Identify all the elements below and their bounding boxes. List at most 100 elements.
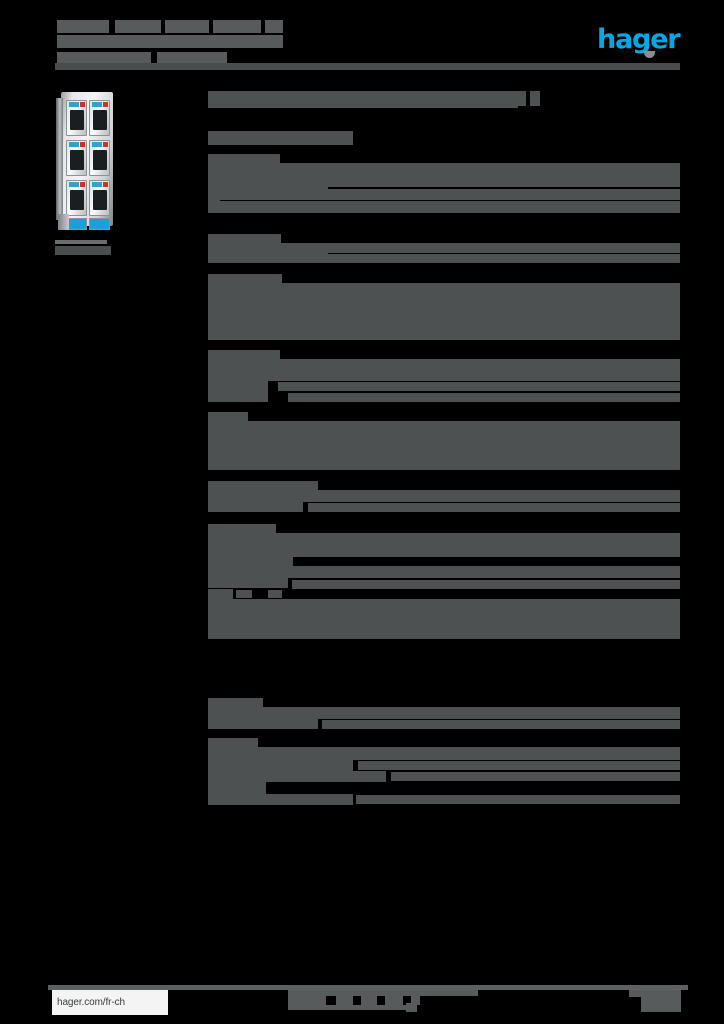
handle-blue-icon	[92, 182, 102, 187]
specification-table	[208, 88, 680, 818]
field-label-9	[208, 698, 263, 707]
fuse-module	[66, 100, 87, 136]
field-row-9c	[322, 720, 680, 729]
footer-url-badge[interactable]: hager.com/fr-ch	[52, 990, 168, 1015]
header-divider	[55, 63, 680, 70]
title-line-2	[57, 35, 283, 48]
field-row-10f	[208, 782, 266, 794]
title-line-1	[115, 20, 161, 33]
terminal-block	[58, 214, 69, 230]
title-line-3	[57, 52, 151, 65]
mounting-rail	[56, 98, 63, 220]
field-row-10g	[208, 794, 353, 805]
footer-center-block	[336, 996, 353, 1005]
title-line-1	[165, 20, 209, 33]
section-heading-main-2	[530, 91, 540, 106]
title-line-1	[213, 20, 261, 33]
fuse-window	[93, 150, 107, 170]
field-row-4f	[208, 391, 268, 402]
field-row-3a	[208, 283, 680, 297]
handle-blue-icon	[69, 182, 79, 187]
footer-center-block	[288, 996, 326, 1005]
field-row-7b	[208, 545, 680, 557]
handle-red-icon	[103, 102, 108, 107]
field-row-8e	[236, 590, 252, 598]
handle-blue-icon	[69, 102, 79, 107]
field-row-8f	[268, 590, 282, 598]
field-row-8c	[292, 580, 680, 589]
page-title	[57, 20, 297, 68]
field-row-1d	[208, 189, 680, 200]
product-label-strip	[66, 218, 87, 230]
field-row-10h	[356, 795, 680, 804]
product-image	[55, 88, 117, 236]
footer-right-block	[641, 997, 681, 1012]
field-row-10b	[208, 760, 353, 771]
field-label-4	[208, 350, 280, 359]
handle-red-icon	[103, 142, 108, 147]
product-figure	[55, 88, 133, 255]
field-row-4a	[208, 359, 680, 370]
product-label-strip	[89, 218, 110, 230]
hager-logo-swoosh	[644, 51, 655, 58]
fuse-window	[93, 190, 107, 210]
field-row-10d	[208, 771, 386, 782]
footer-center-block	[406, 1003, 417, 1012]
field-row-6b	[208, 502, 303, 512]
field-row-3c	[208, 294, 680, 340]
subtitle-line	[208, 131, 353, 145]
handle-blue-icon	[92, 142, 102, 147]
footer-center-block	[361, 996, 377, 1005]
fuse-module	[89, 100, 110, 136]
fuse-module	[66, 180, 87, 216]
footer-right-block	[629, 990, 681, 997]
fuse-window	[70, 190, 84, 210]
field-row-5b	[208, 432, 680, 444]
field-label-7	[208, 524, 276, 533]
footer-center-block	[411, 996, 420, 1005]
field-row-6c	[308, 503, 680, 512]
fuse-module	[89, 180, 110, 216]
field-row-10c	[358, 761, 680, 770]
hager-logo-text: hager	[597, 24, 681, 55]
field-row-8b	[208, 578, 288, 588]
handle-red-icon	[80, 182, 85, 187]
figure-caption-bar	[55, 240, 107, 244]
field-row-8a	[208, 566, 680, 578]
field-row-1a	[208, 163, 680, 175]
field-row-1f	[208, 201, 680, 213]
footer-divider	[48, 985, 688, 990]
heading-underline	[208, 97, 518, 108]
handle-red-icon	[80, 142, 85, 147]
footer-page-number	[629, 990, 681, 1012]
field-row-8h	[208, 613, 680, 639]
field-row-4g	[288, 393, 680, 402]
field-row-9b	[208, 719, 318, 729]
field-row-4d	[208, 381, 268, 391]
field-row-8d	[208, 589, 233, 599]
field-row-5c	[208, 444, 680, 458]
title-line-1	[57, 20, 109, 33]
footer-center-block	[385, 996, 403, 1005]
fuse-window	[70, 110, 84, 130]
field-row-2a	[208, 243, 680, 253]
handle-red-icon	[103, 182, 108, 187]
field-label-1	[208, 154, 280, 163]
footer-center-block	[288, 1005, 406, 1010]
field-label-3	[208, 274, 282, 283]
field-label-5	[208, 412, 248, 421]
field-label-8	[208, 556, 293, 566]
field-row-2c	[208, 254, 680, 263]
fuse-window	[70, 150, 84, 170]
field-row-6a	[208, 490, 680, 502]
field-label-6	[208, 481, 318, 490]
field-row-9a	[208, 707, 680, 719]
footer-url-text: hager.com/fr-ch	[57, 997, 125, 1008]
field-label-10	[208, 738, 258, 747]
field-label-2	[208, 234, 281, 243]
hager-logo: hager	[597, 22, 683, 58]
fuse-module	[66, 140, 87, 176]
title-line-1	[265, 20, 283, 33]
handle-red-icon	[80, 102, 85, 107]
handle-blue-icon	[69, 142, 79, 147]
